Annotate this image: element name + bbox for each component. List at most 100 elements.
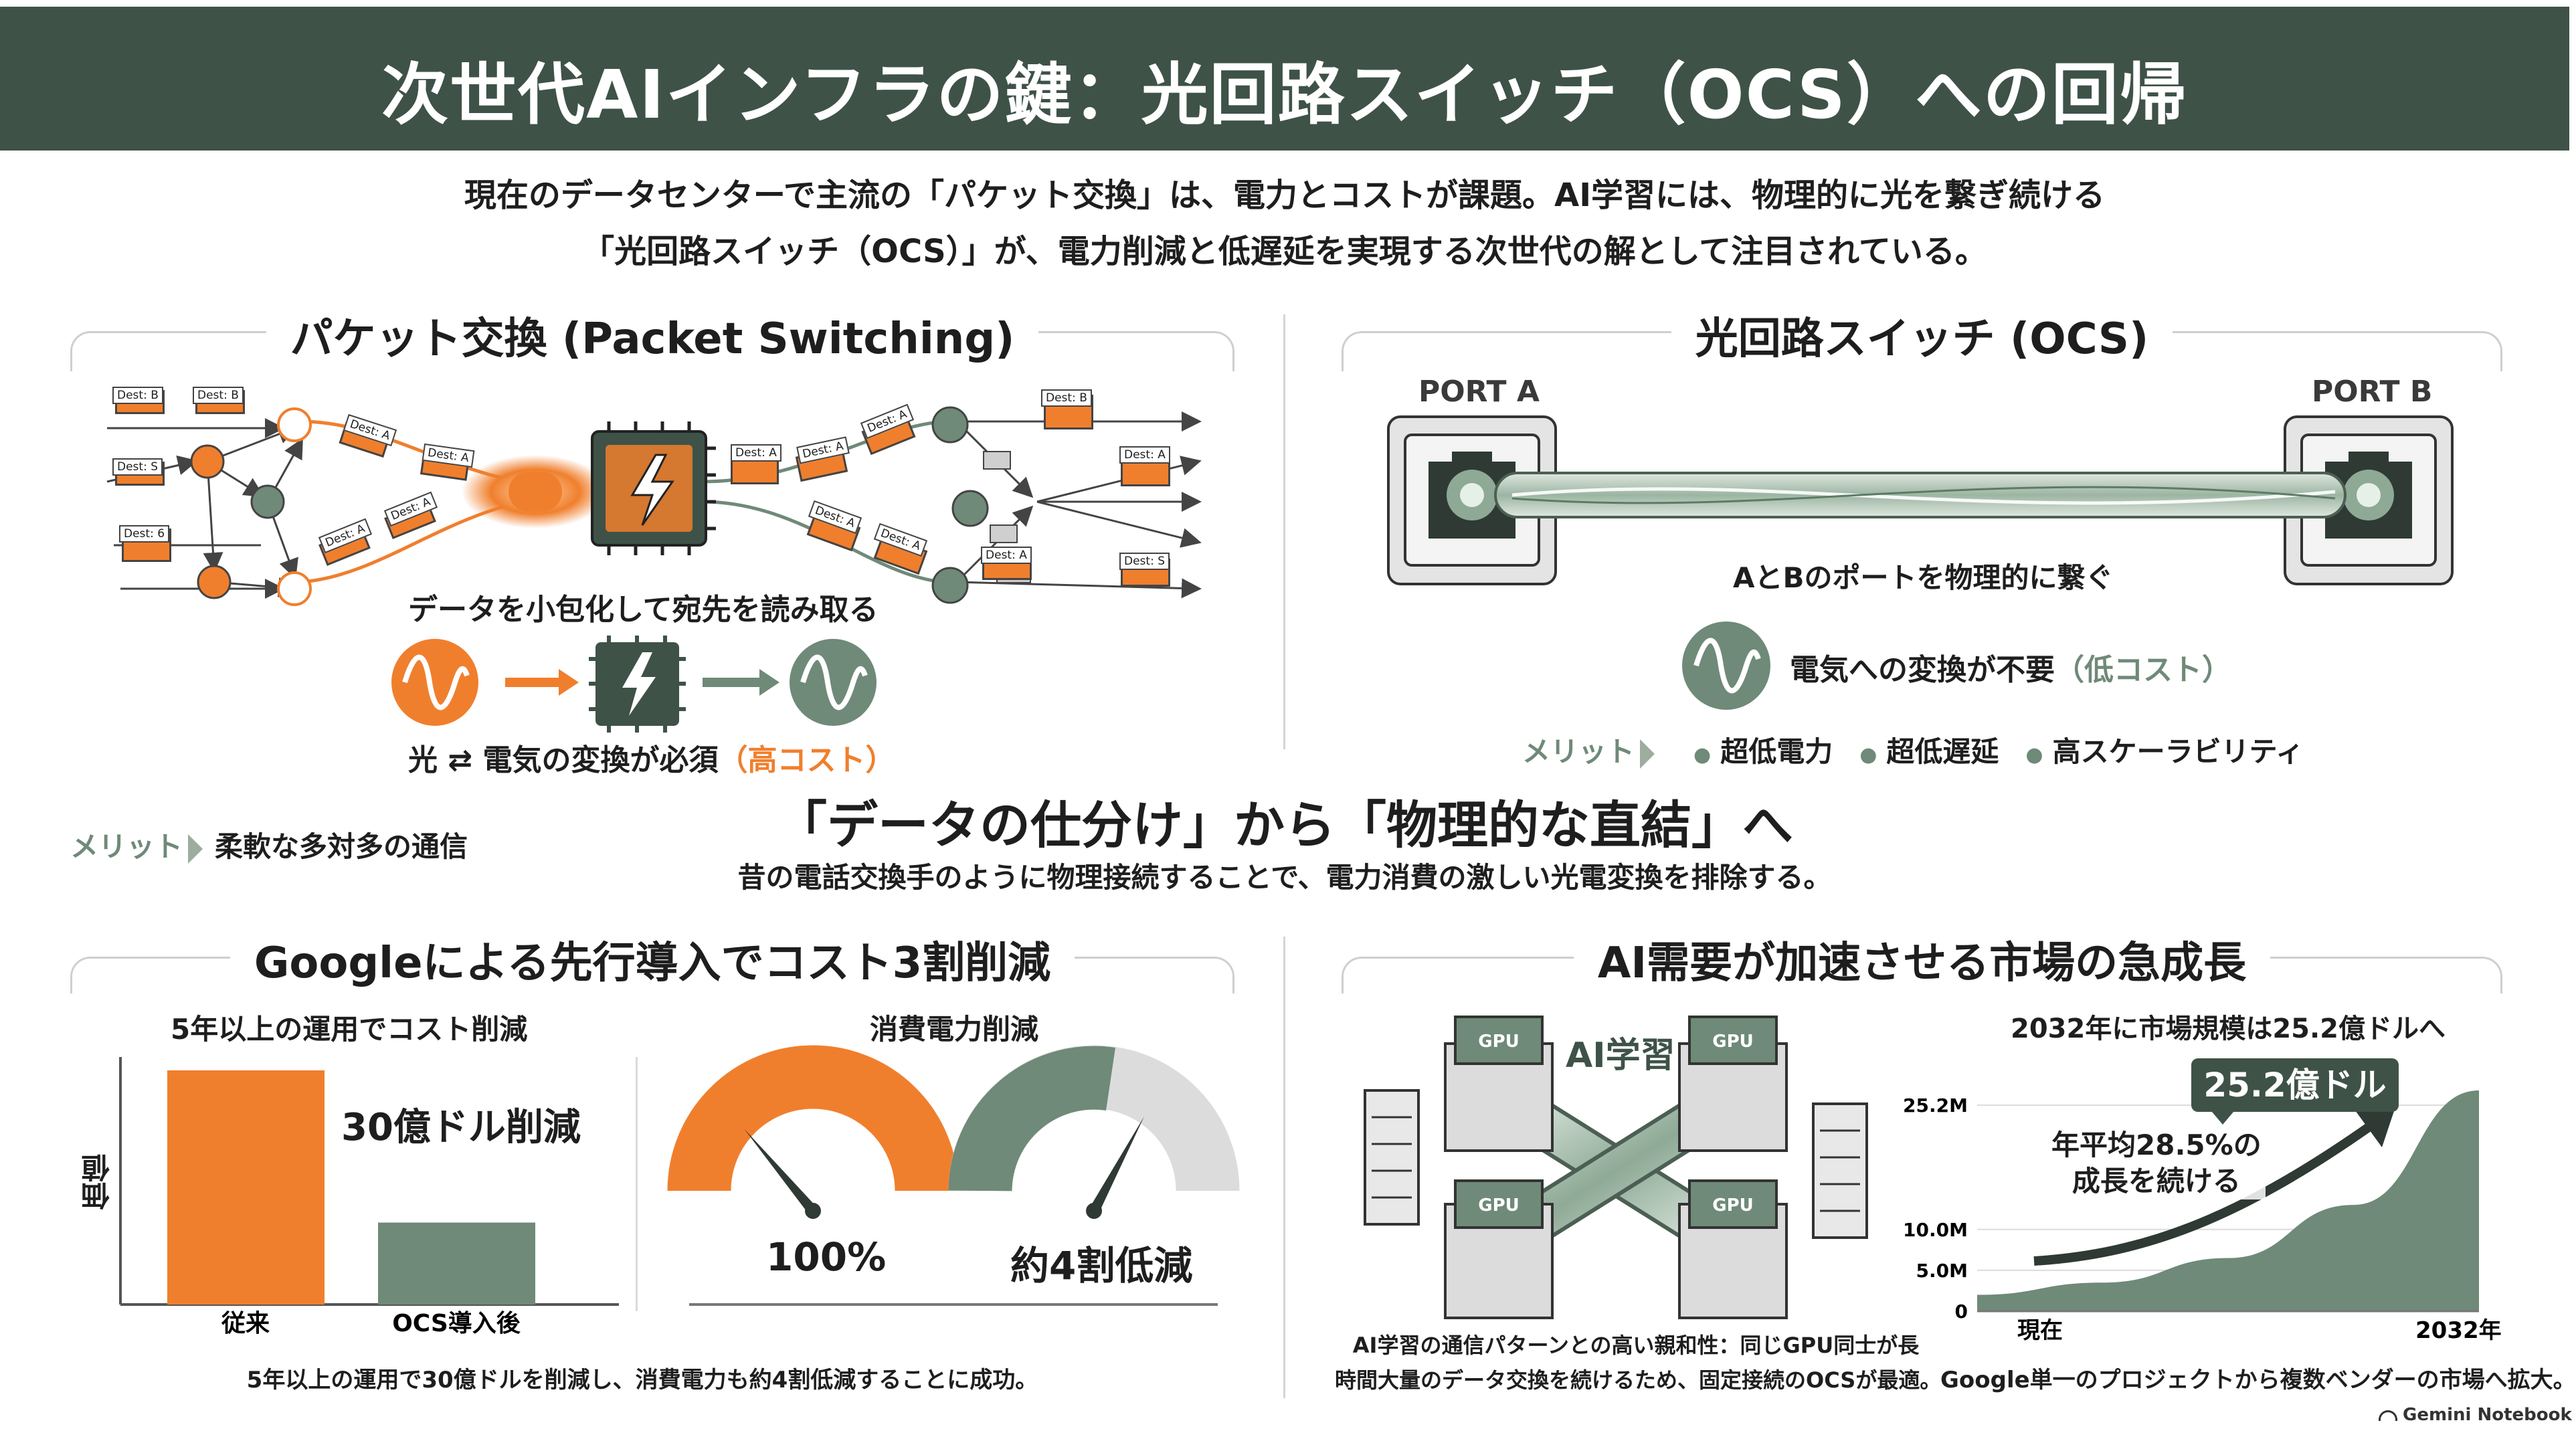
node-icon xyxy=(277,571,312,606)
power-gauges xyxy=(667,1045,1240,1306)
market-right-footer: Google単一のプロジェクトから複数ベンダーの市場へ拡大。 xyxy=(1940,1367,2576,1393)
node-icon xyxy=(190,444,225,479)
ocs-merit-2: 超低遅延 xyxy=(1886,735,1999,768)
chip-icon xyxy=(591,421,716,555)
gemini-logo-icon xyxy=(2379,1410,2397,1421)
chip-small-icon xyxy=(589,636,686,733)
node-icon xyxy=(931,567,969,604)
signal-wave-icon xyxy=(790,639,877,726)
node-icon xyxy=(951,490,989,527)
port-b-label: PORT B xyxy=(2312,375,2433,409)
google-footer: 5年以上の運用で30億ドルを削減し、消費電力も約4割低減することに成功。 xyxy=(246,1367,1038,1393)
market-area xyxy=(1977,1090,2479,1311)
left-nodes xyxy=(190,407,312,606)
bar-ocs xyxy=(378,1222,535,1305)
ai-training-label: AI学習 xyxy=(1566,1036,1675,1076)
middle-headline: 「データの仕分け」から「物理的な直結」へ xyxy=(776,795,1793,855)
dest-tag-label: Dest: 6 xyxy=(119,525,170,543)
y-tick-label: 25.2M xyxy=(1903,1094,1968,1117)
packet-merit-label: メリット xyxy=(70,830,183,863)
callout-pointer-icon xyxy=(2208,1107,2237,1125)
svg-text:GPU: GPU xyxy=(1478,1195,1520,1216)
intro-text: 現在のデータセンターで主流の「パケット交換」は、電力とコストが課題。AI学習には… xyxy=(201,167,2369,280)
bullet-icon: ● xyxy=(2025,743,2043,767)
gauge-needle-icon xyxy=(744,1129,821,1219)
server-rack-icon xyxy=(1364,1089,1420,1226)
gauge-60 xyxy=(948,1045,1240,1219)
packet-conversion: 光 ⇄ 電気の変換が必須（高コスト） xyxy=(408,736,895,779)
bar-conventional xyxy=(167,1070,325,1305)
packet-merit: メリット柔軟な多対多の通信 xyxy=(70,824,468,865)
dest-tag-label: Dest: B xyxy=(193,387,244,404)
market-title: AI需要が加速させる市場の急成長 xyxy=(1573,939,2271,988)
bullet-icon: ● xyxy=(1859,743,1877,767)
x-tick-end: 2032年 xyxy=(2415,1317,2502,1344)
middle-subtext: 昔の電話交換手のように物理接続することで、電力消費の激しい光電変換を排除する。 xyxy=(737,861,1832,894)
gauge-arc-orange xyxy=(667,1045,959,1192)
ocs-conversion: 電気への変換が不要（低コスト） xyxy=(1790,646,2231,688)
ocs-diagram xyxy=(1387,415,2454,585)
signal-wave-icon xyxy=(1682,621,1770,710)
market-title-wrap: AI需要が加速させる市場の急成長 xyxy=(1342,929,2502,990)
google-title: Googleによる先行導入でコスト3割削減 xyxy=(229,939,1075,988)
dest-tag-label: Dest: B xyxy=(1041,389,1092,407)
packet-conversion-text: 光 ⇄ 電気の変換が必須 xyxy=(408,743,719,777)
port-a-label: PORT A xyxy=(1418,375,1540,409)
fiber-tube xyxy=(509,472,562,512)
cost-bar-chart: 従来 OCS導入後 xyxy=(119,1057,619,1337)
growth-arrow xyxy=(2033,1123,2372,1266)
market-chart-title: 2032年に市場規模は25.2億ドルへ xyxy=(2011,1014,2446,1044)
divider-bottom xyxy=(1283,937,1285,1398)
ocs-caption: AとBのポートを物理的に繋ぐ xyxy=(1733,561,2114,594)
packet-title: パケット交換 (Packet Switching) xyxy=(266,314,1039,364)
gpu-stack-icon: GPU xyxy=(1678,1016,1788,1152)
bar-label-ocs: OCS導入後 xyxy=(392,1310,521,1337)
growth-note: 年平均28.5%の 成長を続ける xyxy=(2047,1127,2266,1199)
node-icon xyxy=(250,484,285,519)
node-icon xyxy=(277,407,312,442)
ocs-merit-1: 超低電力 xyxy=(1720,735,1833,768)
savings-label: 30億ドル削減 xyxy=(341,1106,581,1149)
market-left-footer: AI学習の通信パターンとの高い親和性：同じGPU同士が長 時間大量のデータ交換を… xyxy=(1335,1328,1942,1398)
packet-merit-text: 柔軟な多対多の通信 xyxy=(215,830,468,863)
brand-badge: Gemini Notebook xyxy=(2379,1405,2572,1425)
market-left-footer-1: AI学習の通信パターンとの高い親和性：同じGPU同士が長 xyxy=(1352,1333,1920,1358)
y-tick-label: 0 xyxy=(1955,1300,1968,1323)
gpu-stack-icon: GPU xyxy=(1444,1016,1554,1152)
optical-fiber xyxy=(1494,472,2347,518)
packet-box-icon xyxy=(983,451,1011,470)
bullet-icon: ● xyxy=(1693,743,1712,767)
intro-line-2: 「光回路スイッチ（OCS）」が、電力削減と低遅延を実現する次世代の解として注目さ… xyxy=(582,233,1987,270)
packet-box-icon xyxy=(990,524,1018,543)
gauge-arc-green xyxy=(948,1046,1115,1192)
packet-title-wrap: パケット交換 (Packet Switching) xyxy=(70,304,1234,366)
gauge-needle-icon xyxy=(1086,1116,1145,1219)
market-left-footer-2: 時間大量のデータ交換を続けるため、固定接続のOCSが最適。 xyxy=(1335,1367,1942,1393)
x-tick-start: 現在 xyxy=(2017,1317,2063,1344)
dest-tag-label: Dest: S xyxy=(112,458,163,476)
dest-tag-label: Dest: A xyxy=(1119,446,1170,464)
ocs-merit-3: 高スケーラビリティ xyxy=(2052,735,2304,768)
node-icon xyxy=(931,406,969,444)
y-tick-label: 10.0M xyxy=(1903,1219,1968,1241)
svg-text:GPU: GPU xyxy=(1478,1032,1520,1052)
chart-divider xyxy=(636,1057,638,1311)
port-a-icon xyxy=(1387,415,1557,585)
divider-top xyxy=(1283,314,1285,749)
svg-text:GPU: GPU xyxy=(1712,1032,1754,1052)
gpu-stack-icon: GPU xyxy=(1678,1179,1788,1319)
power-chart-title: 消費電力削減 xyxy=(870,1013,1039,1046)
dest-tag-label: Dest: B xyxy=(112,387,163,404)
ocs-merit-label: メリット xyxy=(1522,735,1635,768)
ocs-title: 光回路スイッチ (OCS) xyxy=(1671,314,2173,364)
gauge-60-label: 約4割低減 xyxy=(1010,1243,1193,1288)
cost-chart-title: 5年以上の運用でコスト削減 xyxy=(171,1013,528,1046)
light-wave-icon xyxy=(391,639,478,726)
svg-text:GPU: GPU xyxy=(1712,1195,1754,1216)
market-callout: 25.2億ドル xyxy=(2191,1058,2399,1112)
google-title-wrap: Googleによる先行導入でコスト3割削減 xyxy=(70,929,1234,990)
gauge-100-label: 100% xyxy=(766,1234,887,1280)
chevron-right-icon xyxy=(188,834,203,864)
